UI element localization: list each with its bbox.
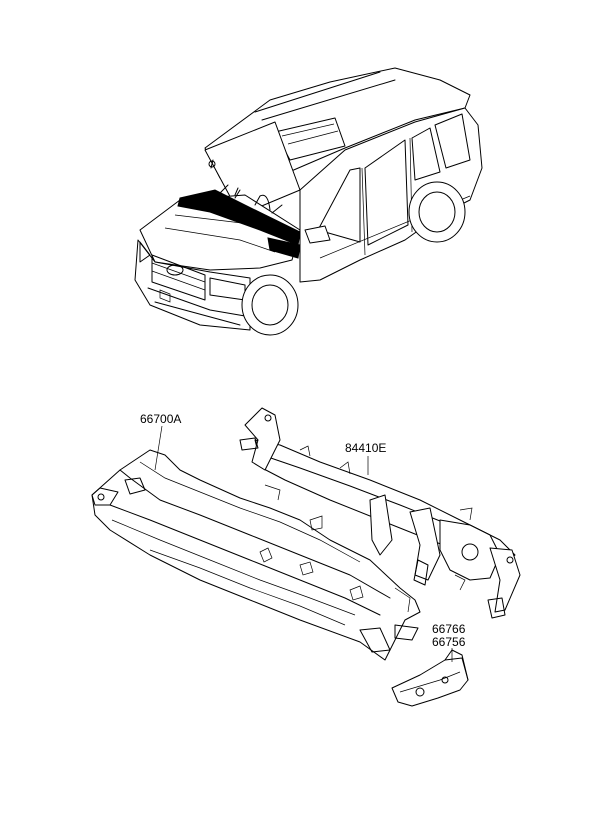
part-number-84410E: 84410E bbox=[345, 441, 386, 455]
part-number-66700A: 66700A bbox=[140, 412, 181, 426]
leader-lines bbox=[154, 425, 453, 662]
leader-66700A bbox=[154, 425, 163, 471]
vehicle-illustration bbox=[134, 67, 483, 336]
part-number-66756: 66756 bbox=[432, 635, 466, 649]
side-bracket-part bbox=[391, 649, 469, 707]
cowl-panel-part bbox=[91, 449, 421, 661]
cowl-crossbar-part bbox=[239, 407, 521, 619]
part-number-66766: 66766 bbox=[432, 622, 466, 636]
